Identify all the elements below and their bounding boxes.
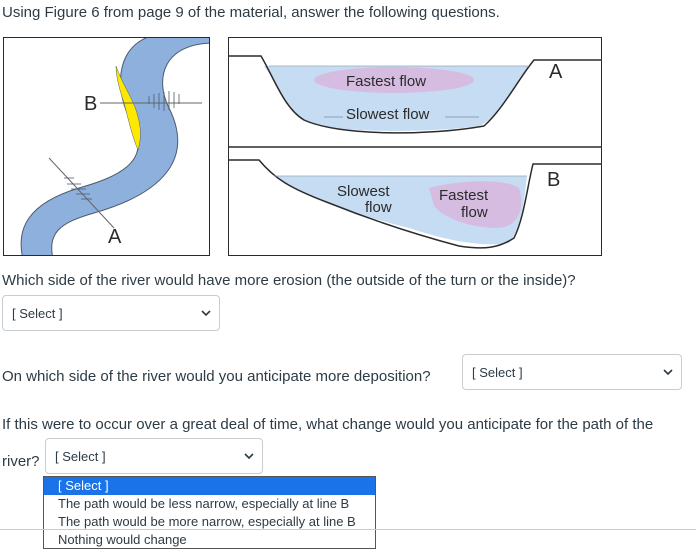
- section-b-fast-flow: [429, 181, 522, 228]
- question-3-text-line1: If this were to occur over a great deal …: [2, 416, 654, 433]
- section-b-slowest-l1: Slowest: [337, 183, 390, 200]
- erosion-highlight: [115, 65, 141, 151]
- section-b-fastest-l1: Fastest: [439, 187, 489, 204]
- meander-figure: B A: [3, 37, 210, 256]
- question-3-dropdown-list: [ Select ] The path would be less narrow…: [43, 476, 376, 549]
- section-b-slowest-l2: flow: [365, 199, 392, 216]
- chevron-down-icon: [244, 453, 254, 459]
- section-a-slowest-label: Slowest flow: [346, 106, 430, 123]
- question-1-text: Which side of the river would have more …: [2, 272, 576, 289]
- dropdown-option[interactable]: [ Select ]: [44, 477, 375, 495]
- meander-label-a: A: [108, 226, 122, 248]
- question-1-select-value: [ Select ]: [12, 305, 63, 321]
- chevron-down-icon: [663, 369, 673, 375]
- section-b-label: B: [547, 169, 560, 191]
- section-b-fastest-l2: flow: [461, 204, 488, 221]
- cross-section-figure: Fastest flow Slowest flow A Slowest flow…: [228, 37, 602, 256]
- dropdown-option[interactable]: The path would be more narrow, especiall…: [58, 514, 356, 529]
- instructions-text: Using Figure 6 from page 9 of the materi…: [2, 4, 500, 21]
- question-1-select[interactable]: [ Select ]: [2, 295, 220, 331]
- section-a-fast-flow: [314, 67, 474, 93]
- question-2-select-value: [ Select ]: [472, 364, 523, 380]
- question-3-text-line2: river?: [2, 453, 40, 470]
- chevron-down-icon: [201, 310, 211, 316]
- dropdown-option[interactable]: The path would be less narrow, especiall…: [58, 496, 350, 511]
- question-3-select-value: [ Select ]: [55, 448, 106, 464]
- question-2-text: On which side of the river would you ant…: [2, 368, 431, 385]
- meander-label-b: B: [84, 93, 97, 115]
- river-channel: [20, 38, 209, 255]
- question-3-select[interactable]: [ Select ]: [45, 438, 263, 474]
- divider: [0, 529, 696, 530]
- dropdown-option[interactable]: Nothing would change: [58, 532, 187, 547]
- question-2-select[interactable]: [ Select ]: [462, 354, 682, 390]
- section-a-label: A: [549, 61, 563, 83]
- section-a-fastest-label: Fastest flow: [346, 73, 426, 90]
